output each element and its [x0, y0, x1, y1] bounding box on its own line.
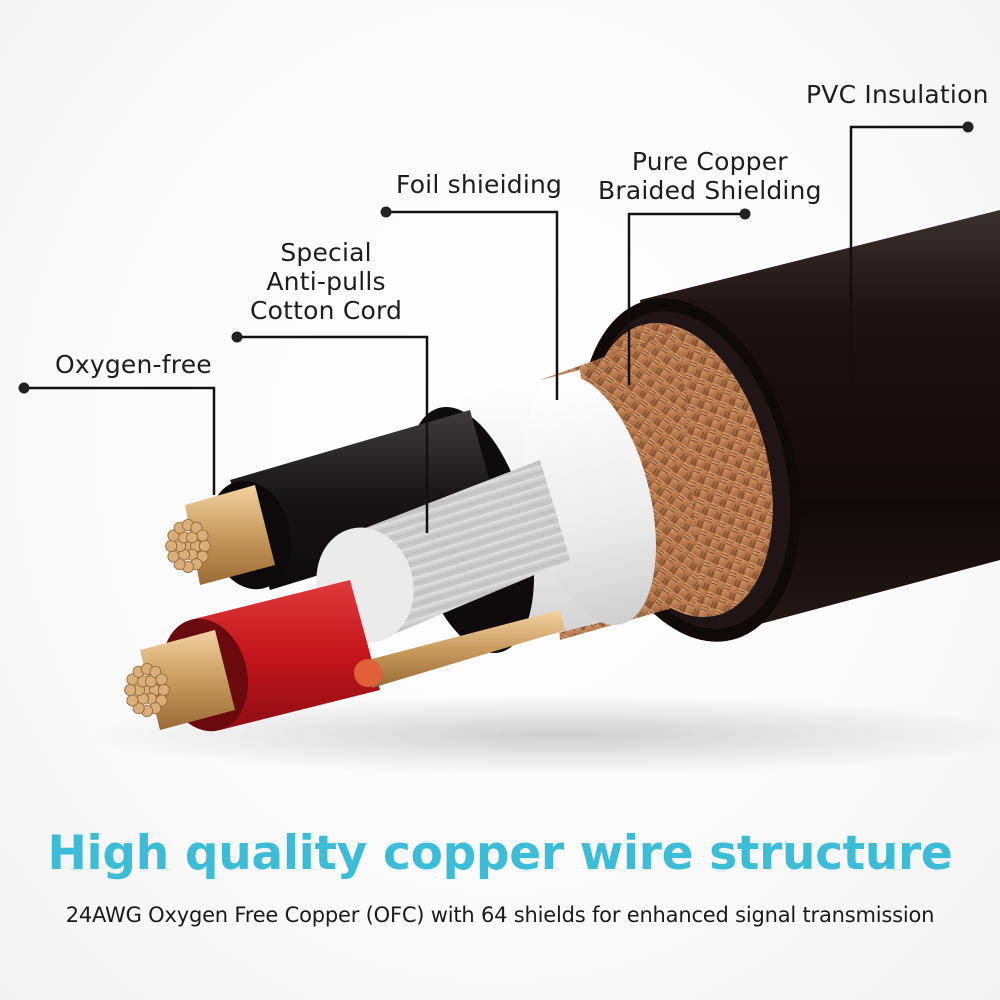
callout-leaders: [24, 125, 968, 533]
copper-strand: [165, 540, 178, 553]
callout-text: PVC Insulation: [806, 80, 989, 109]
callout-text: Cotton Cord: [250, 296, 403, 325]
callout-pvc-insulation: PVC Insulation: [806, 80, 989, 109]
callout-text: Foil shieiding: [396, 170, 563, 199]
callout-text: Braided Shielding: [598, 176, 822, 205]
dot-foil: [380, 206, 392, 218]
black-conductor-strands: [165, 519, 211, 574]
red-conductor-strands: [124, 663, 170, 718]
callout-oxygen-free: Oxygen-free: [55, 350, 212, 379]
leader-pvc: [849, 125, 968, 385]
dot-cotton: [231, 331, 243, 343]
drain-wire: [354, 610, 565, 688]
headline: High quality copper wire structure: [47, 826, 953, 881]
leader-foil: [386, 210, 559, 400]
callout-text: Pure Copper: [631, 147, 788, 176]
copper-strand: [155, 673, 168, 686]
callout-braided-shielding: Pure Copper Braided Shielding: [598, 147, 822, 205]
copper-strand: [126, 694, 139, 707]
copper-strand: [196, 529, 209, 542]
callout-dots: [18, 121, 974, 394]
cable-shadow: [90, 695, 1000, 775]
callout-foil-shielding: Foil shieiding: [396, 170, 562, 199]
callout-cotton-cord: Special Anti-pulls Cotton Cord: [250, 238, 402, 325]
copper-strand: [124, 684, 137, 697]
callout-text: Oxygen-free: [55, 350, 212, 379]
callout-text: Special: [280, 238, 372, 267]
dot-oxygen: [18, 382, 30, 394]
copper-strand: [157, 684, 170, 697]
leader-cotton: [237, 335, 429, 533]
callout-text: Anti-pulls: [266, 267, 386, 296]
copper-strand: [167, 550, 180, 563]
black-conductor: [185, 410, 500, 590]
leader-braid: [627, 212, 745, 385]
copper-strand: [198, 540, 211, 553]
leader-oxygen: [24, 386, 216, 495]
subheadline: 24AWG Oxygen Free Copper (OFC) with 64 s…: [65, 903, 935, 927]
dot-pvc: [962, 121, 974, 133]
dot-braid: [739, 208, 751, 220]
